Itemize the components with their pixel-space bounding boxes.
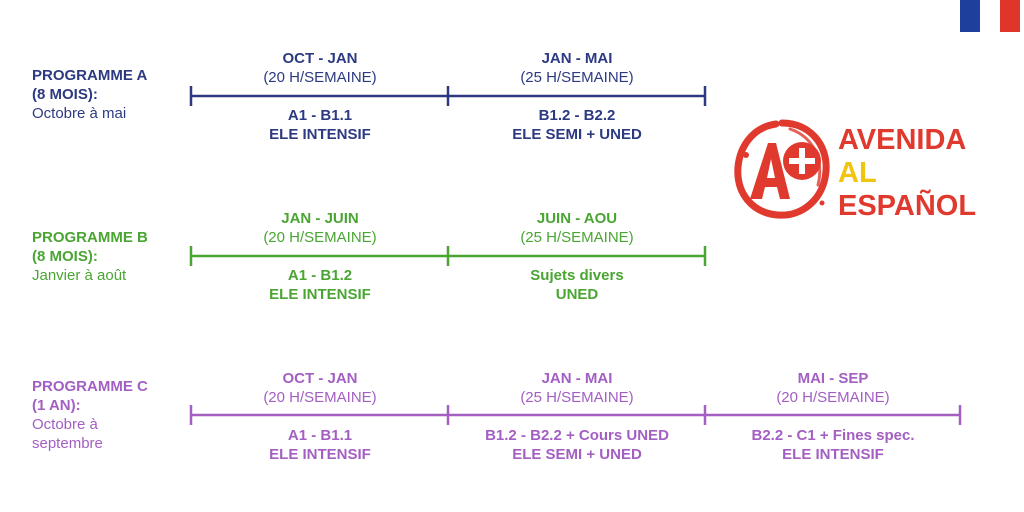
avenida-al-espanol-logo bbox=[732, 110, 1002, 230]
segment-level: Sujets divers bbox=[530, 267, 624, 284]
programme-period: Janvier à août bbox=[32, 267, 127, 284]
logo-text: AVENIDA AL ESPAÑOL bbox=[838, 124, 976, 223]
segment-range: MAI - SEP bbox=[797, 370, 869, 387]
programme-a-label: PROGRAMME A (8 MOIS): Octobre à mai bbox=[32, 66, 147, 123]
segment-course: ELE INTENSIF bbox=[782, 446, 884, 463]
segment-level: B2.2 - C1 + Fines spec. bbox=[751, 427, 915, 444]
segment-level: B1.2 - B2.2 bbox=[538, 107, 616, 124]
segment-course: ELE INTENSIF bbox=[269, 286, 371, 303]
french-flag-icon bbox=[960, 0, 1020, 32]
segment-level: A1 - B1.2 bbox=[287, 267, 353, 284]
programme-period: Octobre à mai bbox=[32, 105, 127, 122]
segment-details: A1 - B1.1 ELE INTENSIF bbox=[192, 106, 448, 144]
segment-course: ELE SEMI + UNED bbox=[512, 126, 642, 143]
segment-hours: (25 H/SEMAINE) bbox=[520, 69, 634, 86]
programme-b-label: PROGRAMME B (8 MOIS): Janvier à août bbox=[32, 228, 148, 285]
logo-line-al: AL bbox=[838, 157, 877, 189]
segment-hours: (20 H/SEMAINE) bbox=[776, 389, 890, 406]
logo-line-avenida: AVENIDA bbox=[838, 124, 967, 156]
segment-hours: (20 H/SEMAINE) bbox=[263, 69, 377, 86]
programme-name: PROGRAMME C bbox=[32, 378, 148, 395]
segment-header: JAN - JUIN (20 H/SEMAINE) bbox=[192, 209, 448, 247]
segment-range: JAN - MAI bbox=[541, 370, 613, 387]
segment-range: JAN - JUIN bbox=[281, 210, 359, 227]
programme-duration: (1 AN): bbox=[32, 397, 81, 414]
programme-name: PROGRAMME B bbox=[32, 229, 148, 246]
segment-range: OCT - JAN bbox=[282, 50, 358, 67]
segment-level: B1.2 - B2.2 + Cours UNED bbox=[485, 427, 669, 444]
segment-course: ELE INTENSIF bbox=[269, 446, 371, 463]
segment-course: UNED bbox=[555, 286, 599, 303]
timeline-programme-a bbox=[189, 86, 707, 106]
programme-period-line1: Octobre à bbox=[32, 416, 98, 433]
segment-details: A1 - B1.2 ELE INTENSIF bbox=[192, 266, 448, 304]
segment-header: MAI - SEP (20 H/SEMAINE) bbox=[705, 369, 961, 407]
timeline-programme-c bbox=[189, 405, 962, 425]
segment-range: JAN - MAI bbox=[541, 50, 613, 67]
segment-header: JUIN - AOU (25 H/SEMAINE) bbox=[449, 209, 705, 247]
timeline-programme-b bbox=[189, 246, 707, 266]
segment-course: ELE INTENSIF bbox=[269, 126, 371, 143]
segment-header: JAN - MAI (25 H/SEMAINE) bbox=[449, 49, 705, 87]
segment-header: JAN - MAI (25 H/SEMAINE) bbox=[449, 369, 705, 407]
segment-level: A1 - B1.1 bbox=[287, 107, 353, 124]
programme-c-label: PROGRAMME C (1 AN): Octobre à septembre bbox=[32, 377, 148, 453]
segment-header: OCT - JAN (20 H/SEMAINE) bbox=[192, 49, 448, 87]
segment-course: ELE SEMI + UNED bbox=[512, 446, 642, 463]
programme-duration: (8 MOIS): bbox=[32, 86, 98, 103]
programme-name: PROGRAMME A bbox=[32, 67, 148, 84]
a-plus-grade-icon bbox=[734, 119, 830, 219]
segment-header: OCT - JAN (20 H/SEMAINE) bbox=[192, 369, 448, 407]
segment-details: A1 - B1.1 ELE INTENSIF bbox=[192, 426, 448, 464]
segment-details: B2.2 - C1 + Fines spec. ELE INTENSIF bbox=[705, 426, 961, 464]
segment-hours: (20 H/SEMAINE) bbox=[263, 229, 377, 246]
segment-details: B1.2 - B2.2 ELE SEMI + UNED bbox=[449, 106, 705, 144]
programme-duration: (8 MOIS): bbox=[32, 248, 98, 265]
segment-range: JUIN - AOU bbox=[536, 210, 618, 227]
segment-hours: (25 H/SEMAINE) bbox=[520, 229, 634, 246]
segment-hours: (25 H/SEMAINE) bbox=[520, 389, 634, 406]
programme-period-line2: septembre bbox=[32, 435, 103, 452]
logo-line-espanol: ESPAÑOL bbox=[838, 190, 977, 222]
segment-details: Sujets divers UNED bbox=[449, 266, 705, 304]
segment-level: A1 - B1.1 bbox=[287, 427, 353, 444]
segment-hours: (20 H/SEMAINE) bbox=[263, 389, 377, 406]
segment-range: OCT - JAN bbox=[282, 370, 358, 387]
segment-details: B1.2 - B2.2 + Cours UNED ELE SEMI + UNED bbox=[449, 426, 705, 464]
